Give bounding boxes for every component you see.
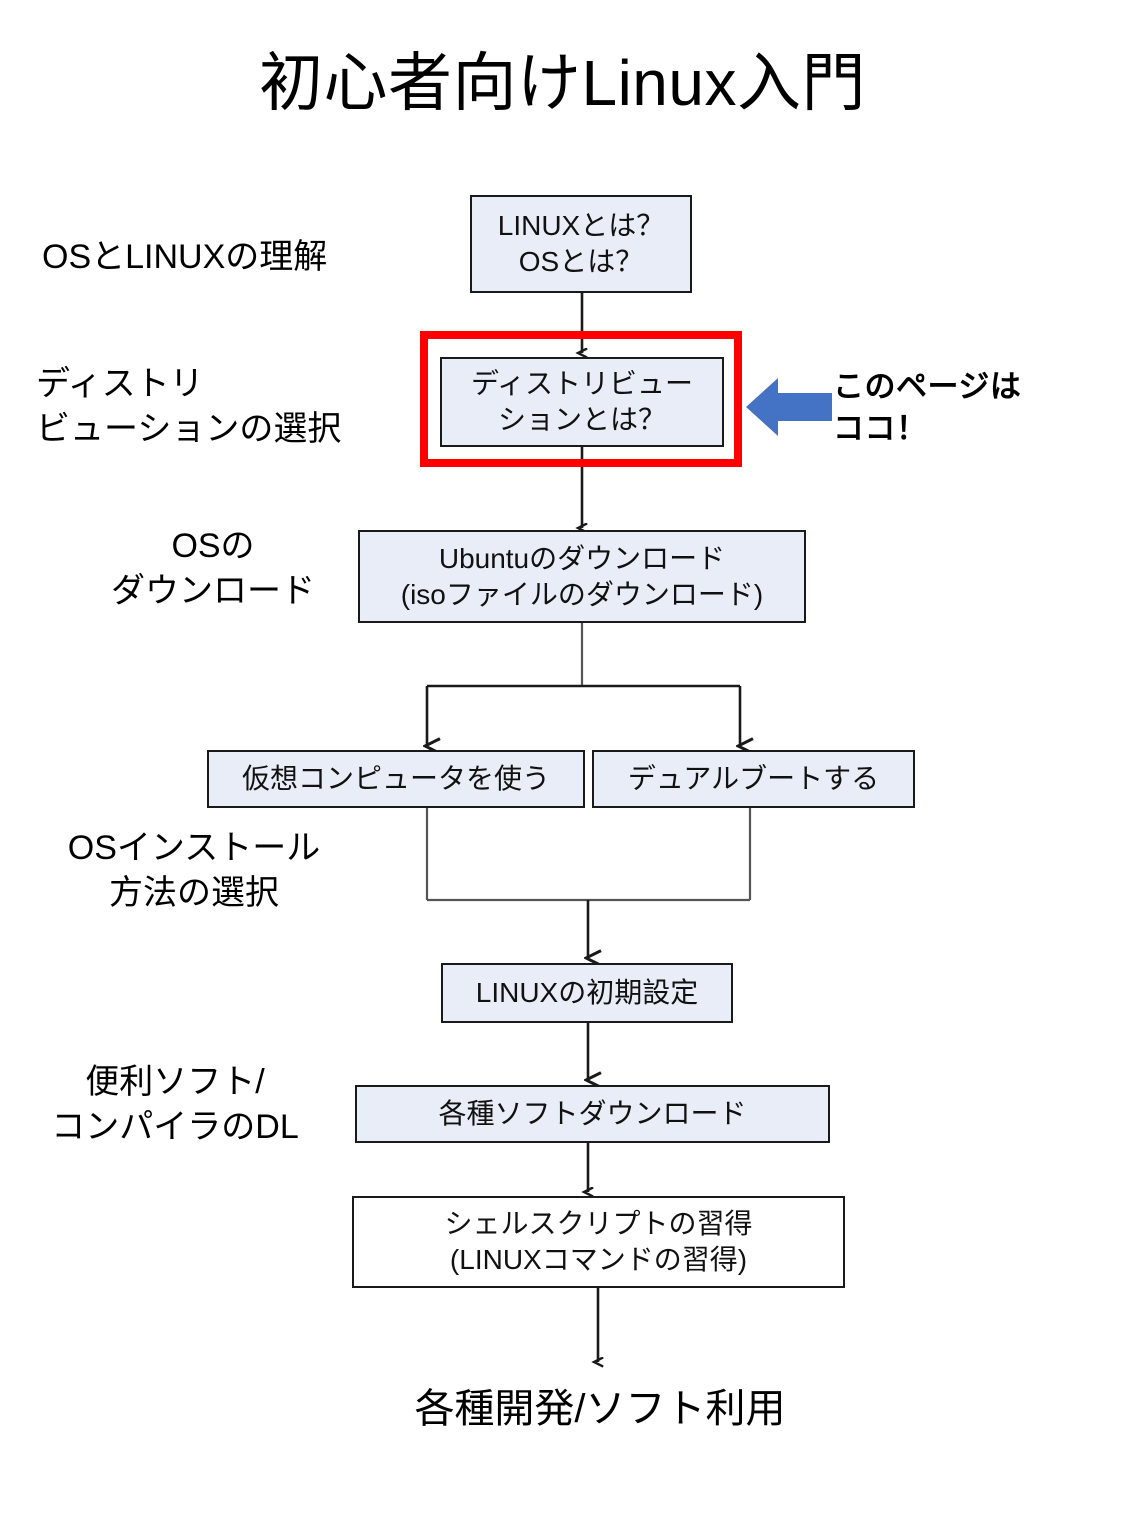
node-dual-boot[interactable]: デュアルブートする [592, 750, 915, 808]
callout-label: このページは ココ！ [833, 369, 1022, 446]
final-outcome-text: 各種開発/ソフト利用 [414, 1387, 786, 1431]
page-title: 初心者向けLinux入門 [259, 47, 866, 119]
node-linux-initial-setup[interactable]: LINUXの初期設定 [441, 963, 733, 1023]
node-learn-shell-script[interactable]: シェルスクリプトの習得 (LINUXコマンドの習得) [352, 1196, 845, 1288]
node-use-virtual-machine[interactable]: 仮想コンピュータを使う [207, 750, 585, 808]
stage-label-choose-install-method: OSインストール 方法の選択 [67, 829, 321, 912]
node-download-various-software[interactable]: 各種ソフトダウンロード [355, 1085, 830, 1143]
stage-label-download-os: OSの ダウンロード [111, 527, 315, 610]
node-what-is-distribution[interactable]: ディストリビュー ションとは？ [440, 357, 724, 447]
node-download-ubuntu[interactable]: Ubuntuのダウンロード (isoファイルのダウンロード) [358, 530, 806, 623]
node-what-is-linux-os[interactable]: LINUXとは？ OSとは？ [470, 195, 692, 293]
stage-label-choose-distribution: ディストリ ビューションの選択 [36, 365, 342, 448]
stage-label-understand-os-linux: OSとLINUXの理解 [42, 238, 328, 276]
arrow-left-icon [746, 378, 832, 436]
stage-label-useful-software-compiler-dl: 便利ソフト/ コンパイラのDL [51, 1063, 299, 1146]
